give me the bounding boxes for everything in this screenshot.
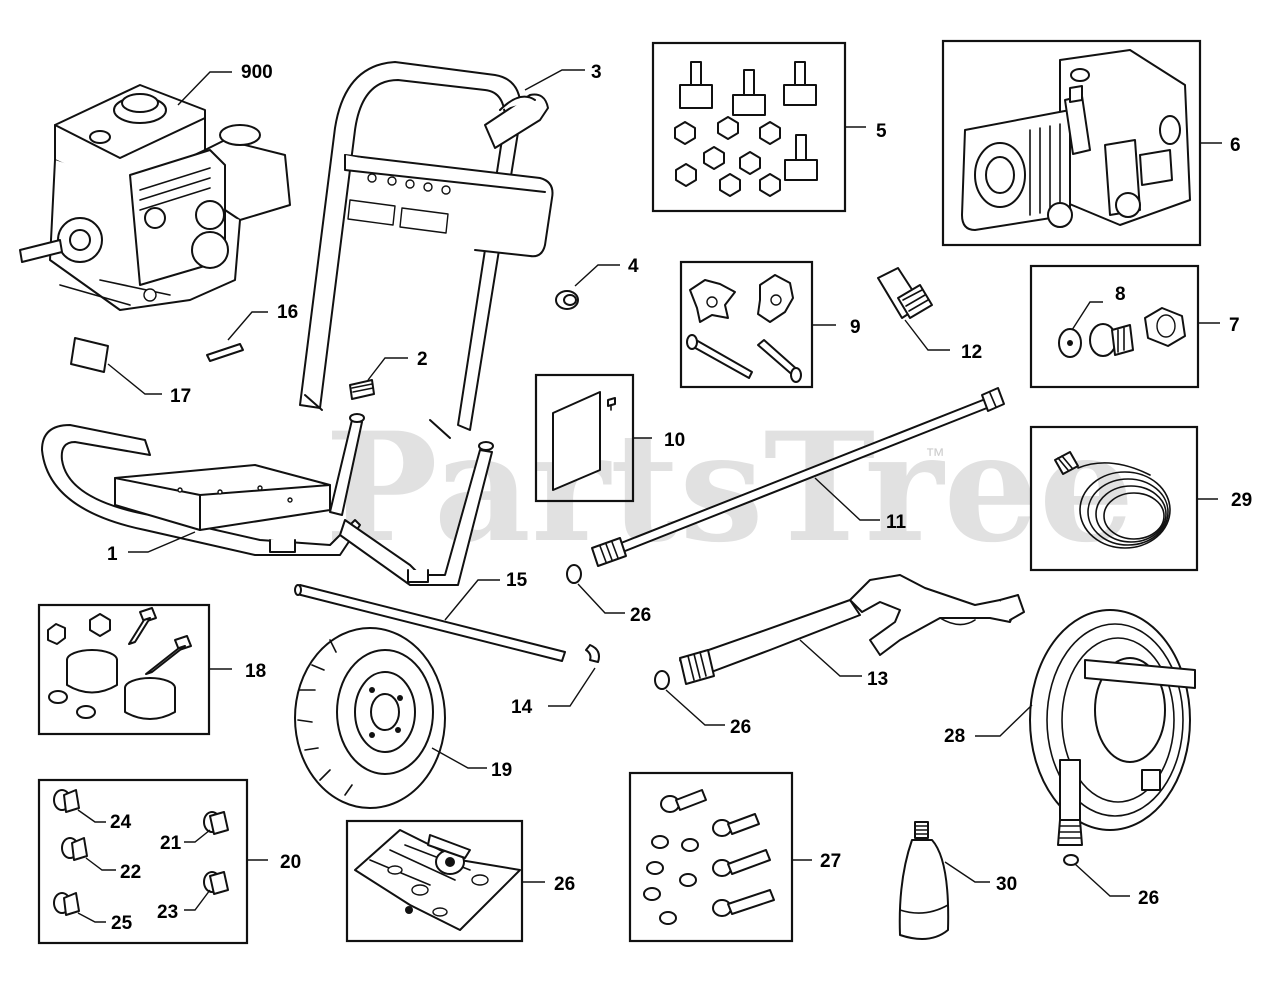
axle-part-15[interactable] bbox=[294, 584, 566, 662]
wheel-part-19[interactable] bbox=[294, 627, 446, 809]
callout-6[interactable]: 6 bbox=[1230, 135, 1241, 156]
box-part-18 bbox=[37, 603, 211, 736]
callout-26-d[interactable]: 26 bbox=[1138, 888, 1159, 909]
pump-part-6[interactable] bbox=[961, 49, 1191, 231]
callouts: 900 3 5 6 4 9 12 8 7 16 2 17 10 11 29 1 … bbox=[107, 62, 1252, 934]
callout-7[interactable]: 7 bbox=[1229, 315, 1240, 336]
unloader-part-8[interactable] bbox=[1058, 328, 1082, 358]
callout-17[interactable]: 17 bbox=[170, 386, 191, 407]
callout-26-b[interactable]: 26 bbox=[730, 717, 751, 738]
base-frame-part-1[interactable] bbox=[41, 413, 494, 586]
callout-14[interactable]: 14 bbox=[511, 697, 533, 718]
callout-29[interactable]: 29 bbox=[1231, 490, 1252, 511]
mount-kit-part-18[interactable] bbox=[47, 607, 192, 720]
plug-part-2[interactable] bbox=[349, 379, 375, 400]
callout-9[interactable]: 9 bbox=[850, 317, 861, 338]
callout-8[interactable]: 8 bbox=[1115, 284, 1126, 305]
bottle-part-30[interactable] bbox=[898, 821, 950, 940]
wand-part-11[interactable] bbox=[591, 387, 1005, 567]
callout-2[interactable]: 2 bbox=[417, 349, 428, 370]
callout-21[interactable]: 21 bbox=[160, 833, 182, 854]
watermark: PartsTree ™ bbox=[325, 400, 1134, 576]
callout-22[interactable]: 22 bbox=[120, 862, 141, 883]
callout-16[interactable]: 16 bbox=[277, 302, 298, 323]
spray-gun-part-13[interactable] bbox=[679, 574, 1025, 685]
watermark-text: PartsTree bbox=[325, 400, 1134, 576]
callout-4[interactable]: 4 bbox=[628, 256, 639, 277]
decal-sheet-part-26[interactable] bbox=[354, 829, 521, 931]
engine-part-900[interactable] bbox=[19, 84, 291, 311]
callout-12[interactable]: 12 bbox=[961, 342, 982, 363]
callout-27[interactable]: 27 bbox=[820, 851, 841, 872]
callout-10[interactable]: 10 bbox=[664, 430, 685, 451]
hose-reel-part-28[interactable] bbox=[1029, 609, 1196, 846]
callout-13[interactable]: 13 bbox=[867, 669, 888, 690]
callout-5[interactable]: 5 bbox=[876, 121, 887, 142]
watermark-trademark: ™ bbox=[925, 445, 945, 467]
clip-part-14[interactable] bbox=[585, 644, 600, 663]
callout-30[interactable]: 30 bbox=[996, 874, 1017, 895]
pin-part-16[interactable] bbox=[206, 343, 244, 362]
handle-frame-part-3[interactable] bbox=[299, 61, 554, 439]
nut-fitting-part-7[interactable] bbox=[1089, 307, 1186, 357]
callout-26-c[interactable]: 26 bbox=[554, 874, 575, 895]
callout-15[interactable]: 15 bbox=[506, 570, 528, 591]
knob-bolt-kit-part-9[interactable] bbox=[686, 274, 802, 383]
plate-part-10[interactable] bbox=[552, 391, 616, 491]
hose-coil-part-29[interactable] bbox=[1054, 451, 1171, 549]
screw-kit-part-20[interactable] bbox=[53, 789, 229, 916]
grommet-part-4[interactable] bbox=[555, 290, 579, 310]
callout-1[interactable]: 1 bbox=[107, 544, 118, 565]
callout-28[interactable]: 28 bbox=[944, 726, 965, 747]
callout-20[interactable]: 20 bbox=[280, 852, 301, 873]
coupler-part-12[interactable] bbox=[877, 267, 933, 319]
callout-19[interactable]: 19 bbox=[491, 760, 512, 781]
label-part-17[interactable] bbox=[70, 337, 109, 373]
callout-11[interactable]: 11 bbox=[886, 512, 907, 533]
box-part-7 bbox=[1029, 264, 1200, 389]
callout-26-a[interactable]: 26 bbox=[630, 605, 651, 626]
callout-18[interactable]: 18 bbox=[245, 661, 266, 682]
callout-25[interactable]: 25 bbox=[111, 913, 133, 934]
washer-part-26-a[interactable] bbox=[566, 564, 582, 584]
washer-part-26-d[interactable] bbox=[1063, 854, 1079, 866]
box-part-27 bbox=[628, 771, 794, 943]
callout-24[interactable]: 24 bbox=[110, 812, 132, 833]
box-part-26 bbox=[345, 819, 524, 943]
callout-3[interactable]: 3 bbox=[591, 62, 602, 83]
isolator-kit-part-5[interactable] bbox=[674, 61, 818, 197]
bolt-kit-part-27[interactable] bbox=[643, 789, 775, 925]
box-part-20 bbox=[37, 778, 249, 945]
callout-23[interactable]: 23 bbox=[157, 902, 178, 923]
callout-900[interactable]: 900 bbox=[241, 62, 273, 83]
washer-part-26-b[interactable] bbox=[654, 670, 670, 690]
